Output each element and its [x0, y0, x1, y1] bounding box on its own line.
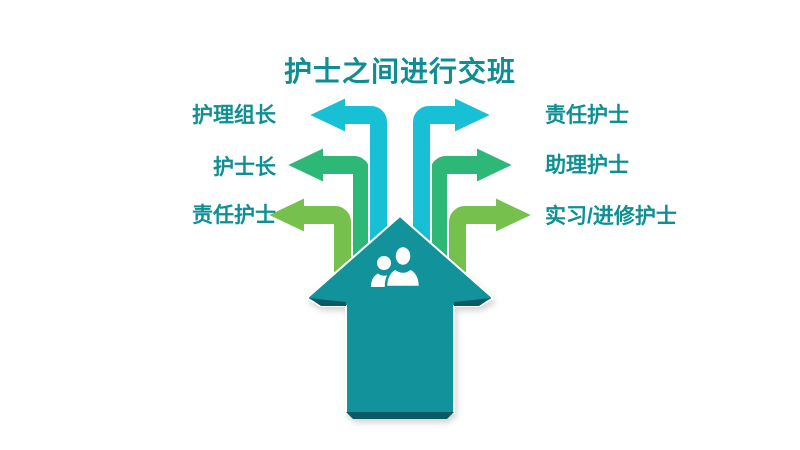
slide-title: 护士之间进行交班	[283, 56, 516, 87]
center-arrow-wing-shade-right	[454, 298, 491, 306]
center-up-arrow	[307, 214, 493, 419]
branch-arrow-left-bottom	[264, 195, 353, 301]
label-head-nurse: 护士长	[213, 156, 276, 179]
label-head-nurse-group-leader: 护理组长	[192, 104, 276, 127]
center-arrow-wing-shade-left	[309, 298, 346, 306]
label-assistant-nurse: 助理护士	[545, 154, 629, 177]
label-duty-nurse-right: 责任护士	[545, 104, 629, 127]
people-icon	[371, 244, 422, 289]
label-duty-nurse-left: 责任护士	[192, 204, 276, 227]
center-arrow-bottom-shade	[346, 412, 454, 419]
branch-arrow-right-bottom	[447, 195, 536, 301]
label-intern-trainee-nurse: 实习/进修护士	[545, 205, 677, 228]
